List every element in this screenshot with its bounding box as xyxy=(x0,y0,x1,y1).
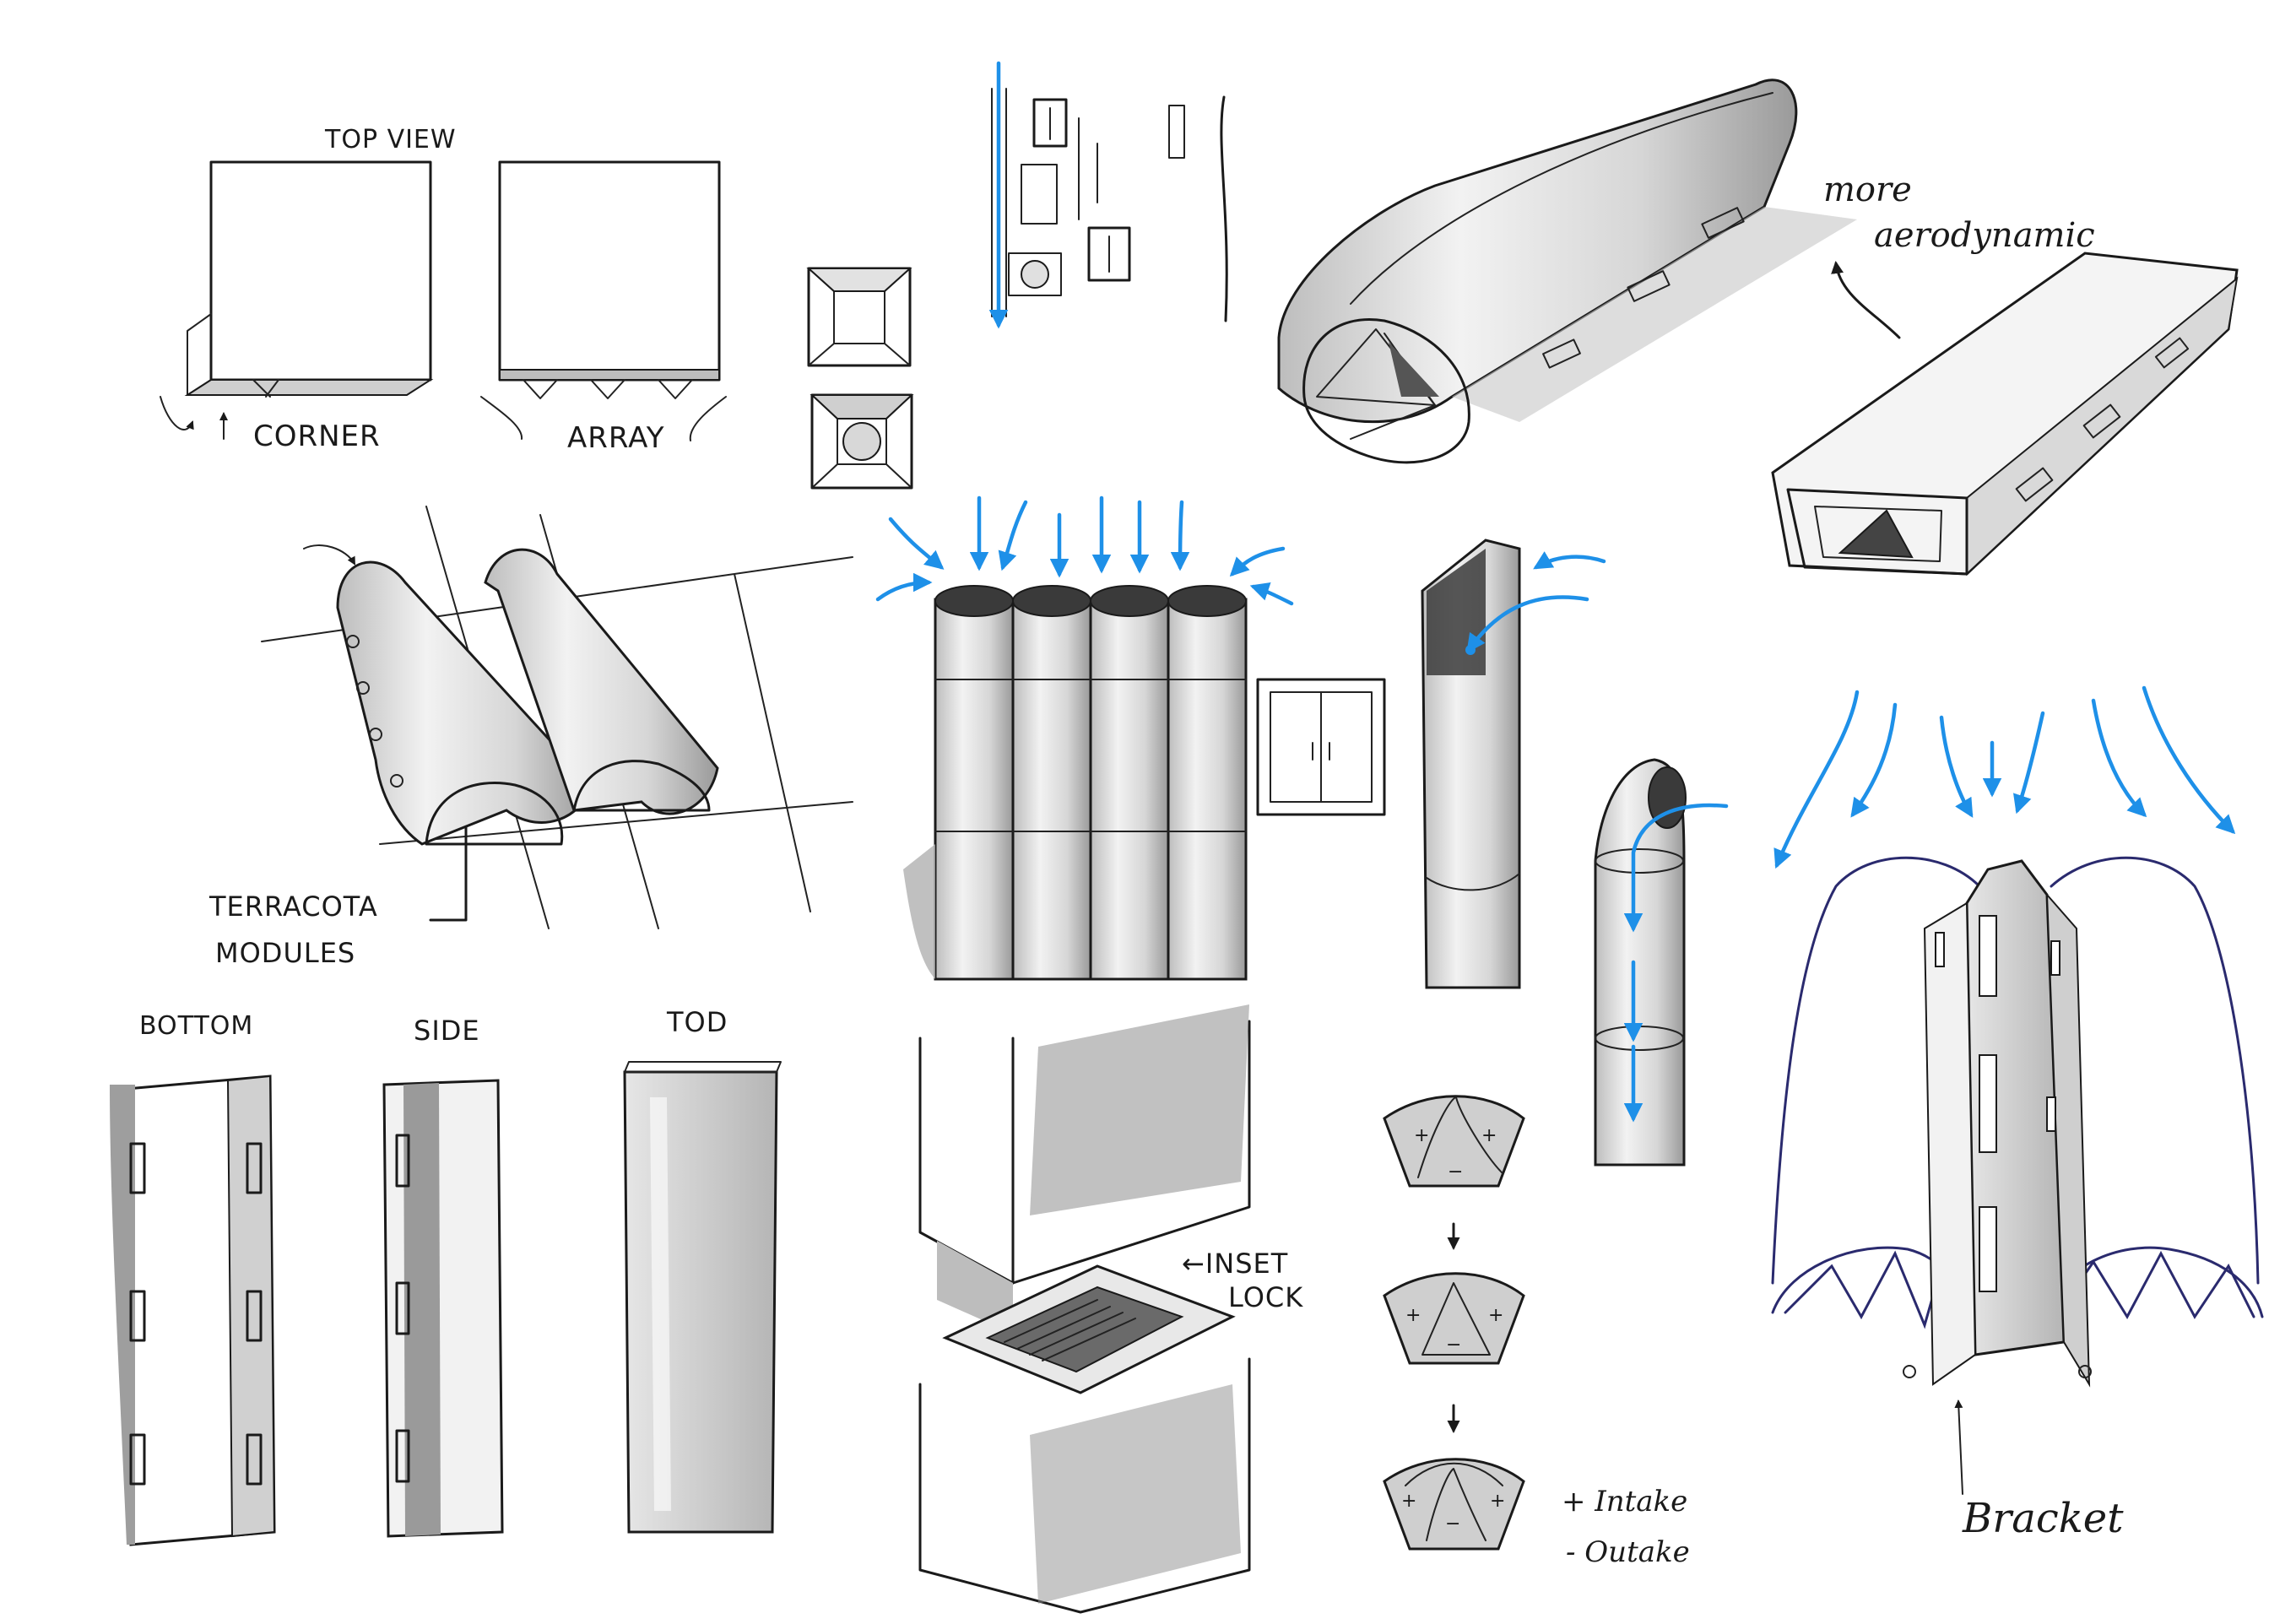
pipe-array-sketch xyxy=(878,498,1384,979)
inset-lock-label-line1: ←INSET xyxy=(1182,1248,1288,1280)
orthographic-views: BOTTOM SIDE TOD xyxy=(110,1006,781,1545)
side-view-label: SIDE xyxy=(414,1015,480,1047)
bracket-assembly-sketch: Bracket xyxy=(1773,688,2262,1542)
outake-label: - Outake xyxy=(1566,1535,1690,1569)
corner-curve-arrow xyxy=(160,397,192,430)
corner-square xyxy=(187,162,430,397)
elbow-pipe-sketch xyxy=(1595,760,1726,1165)
top-view-tube xyxy=(625,1062,781,1532)
aero-label-line1: more xyxy=(1823,171,1912,209)
square-vent-open xyxy=(809,268,910,365)
minus-sign: − xyxy=(1445,1513,1461,1535)
array-left-curve xyxy=(481,397,522,439)
corner-label: CORNER xyxy=(253,420,381,453)
aero-pointer-arrow xyxy=(1836,263,1899,338)
aero-label-line2: aerodynamic xyxy=(1874,216,2095,255)
intake-outake-sequence: + + − + + − + + − + Intake - Outake xyxy=(1384,1096,1690,1569)
minus-sign: − xyxy=(1446,1334,1462,1356)
wall-elevation-sketch xyxy=(992,63,1227,325)
top-view-label-2: TOD xyxy=(666,1006,728,1038)
bottom-view xyxy=(110,1076,274,1545)
terracota-label-line2: MODULES xyxy=(215,937,355,969)
vent-state-2: + + − xyxy=(1384,1274,1524,1363)
square-vent-sketches xyxy=(809,268,912,488)
bottom-view-label: BOTTOM xyxy=(139,1011,253,1041)
array-label: ARRAY xyxy=(567,421,665,455)
terracota-modules-sketch: TERRACOTA MODULES xyxy=(208,506,853,969)
square-vent-fan xyxy=(812,395,912,488)
window-cabinet xyxy=(1258,679,1384,815)
terracota-label-line1: TERRACOTA xyxy=(208,890,378,923)
plus-sign: + xyxy=(1481,1125,1497,1146)
intake-label: + Intake xyxy=(1562,1485,1687,1518)
top-view-label: TOP VIEW xyxy=(324,125,457,154)
single-tube-flow-sketch xyxy=(1422,540,1604,988)
array-right-curve xyxy=(690,397,726,441)
inset-lock-sketch: ←INSET LOCK xyxy=(920,1004,1303,1612)
bracket-label: Bracket xyxy=(1962,1495,2124,1542)
plus-sign: + xyxy=(1490,1491,1506,1512)
plus-sign: + xyxy=(1488,1305,1504,1326)
bracket-pointer-arrow xyxy=(1958,1401,1963,1494)
plus-sign: + xyxy=(1401,1491,1417,1512)
vent-state-3: + + − xyxy=(1384,1459,1524,1549)
box-module-sketch xyxy=(1773,253,2237,574)
inset-lock-label-line2: LOCK xyxy=(1228,1281,1303,1313)
plus-sign: + xyxy=(1405,1305,1421,1326)
vent-state-1: + + − xyxy=(1384,1096,1524,1186)
top-view-sketch: TOP VIEW CORNER ARRAY xyxy=(160,125,726,455)
minus-sign: − xyxy=(1448,1161,1464,1183)
side-view xyxy=(384,1080,502,1536)
plus-sign: + xyxy=(1414,1125,1430,1146)
array-square xyxy=(500,162,719,398)
